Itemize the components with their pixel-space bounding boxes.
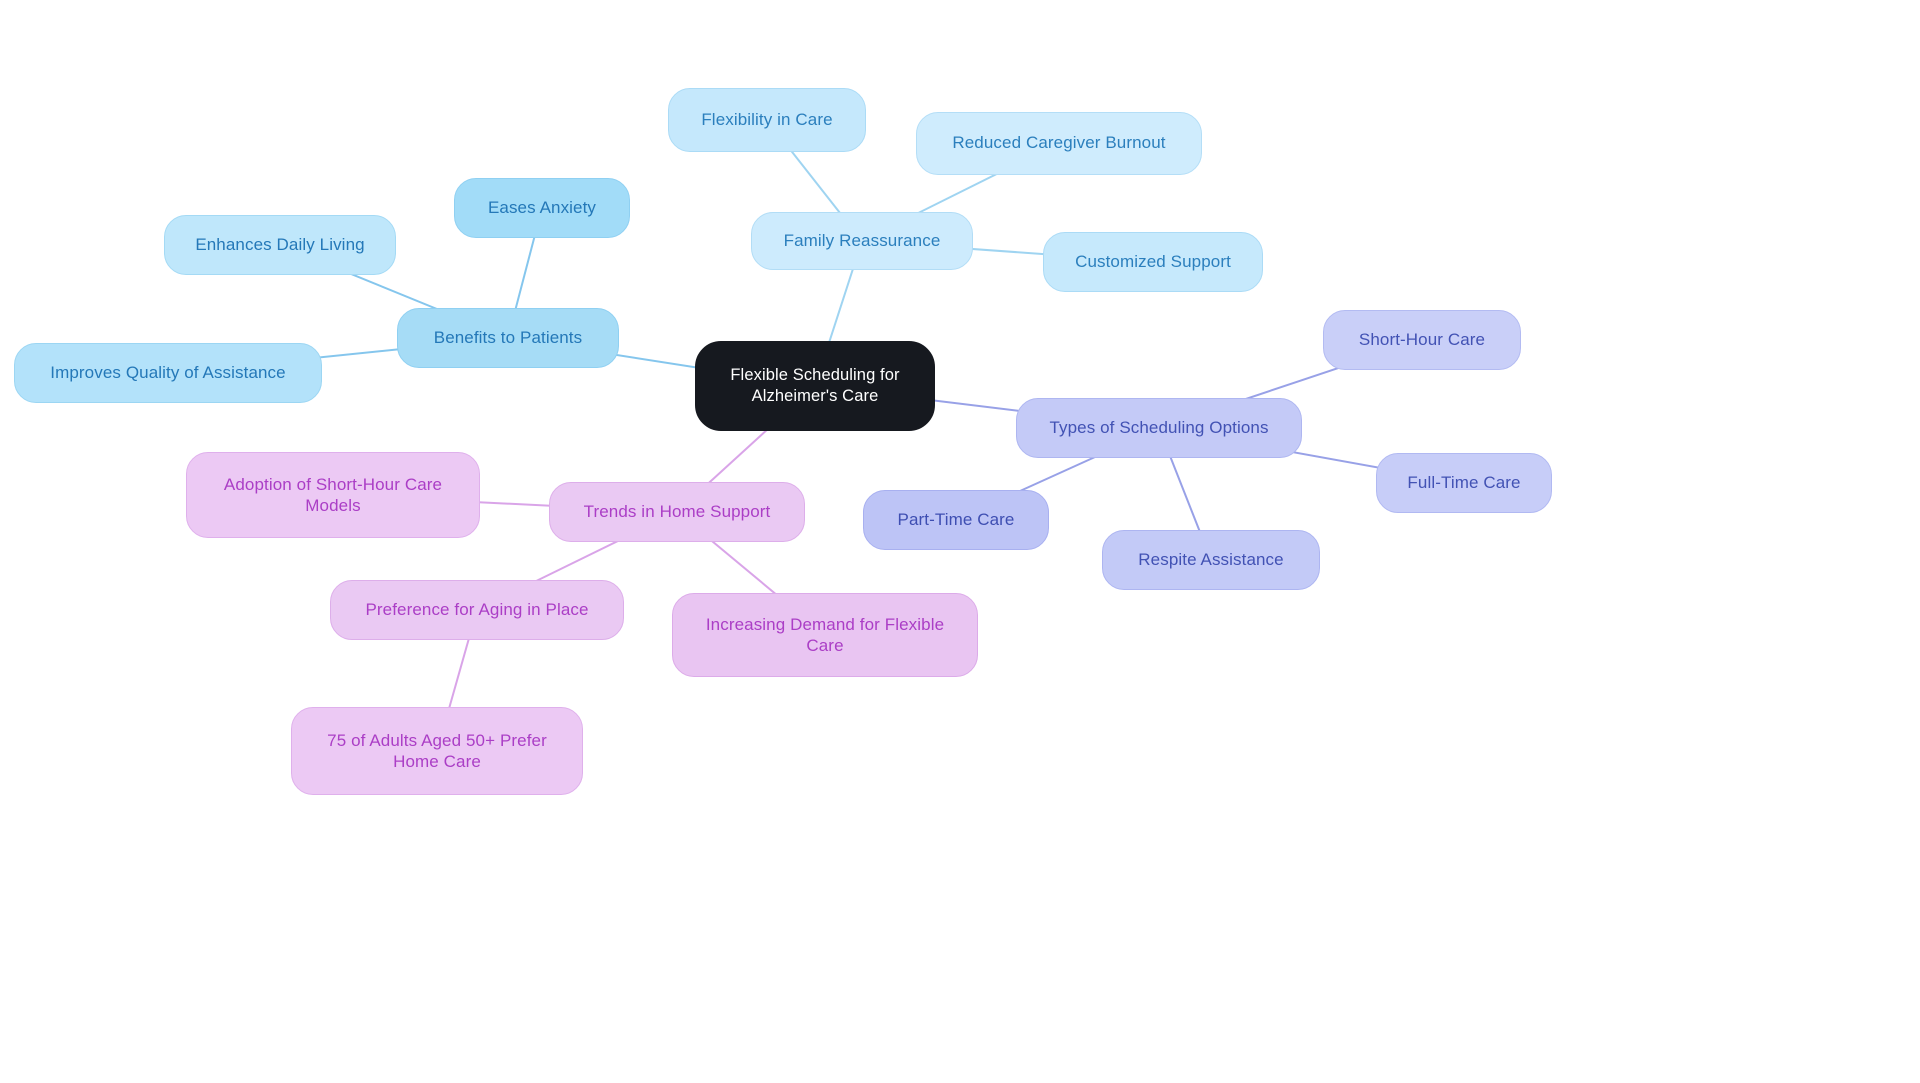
node-label: Benefits to Patients (433, 328, 583, 348)
node-label: Increasing Demand for Flexible Care (705, 614, 945, 655)
node-adults[interactable]: 75 of Adults Aged 50+ Prefer Home Care (291, 707, 583, 795)
node-family[interactable]: Family Reassurance (751, 212, 973, 270)
node-types[interactable]: Types of Scheduling Options (1016, 398, 1302, 458)
node-eases[interactable]: Eases Anxiety (454, 178, 630, 238)
node-root[interactable]: Flexible Scheduling for Alzheimer's Care (695, 341, 935, 431)
node-demand[interactable]: Increasing Demand for Flexible Care (672, 593, 978, 677)
node-label: Eases Anxiety (487, 198, 597, 218)
node-label: Types of Scheduling Options (1049, 418, 1269, 438)
node-label: Enhances Daily Living (195, 235, 365, 255)
node-enhances[interactable]: Enhances Daily Living (164, 215, 396, 275)
node-label: Reduced Caregiver Burnout (952, 133, 1166, 153)
node-preference[interactable]: Preference for Aging in Place (330, 580, 624, 640)
node-reduced[interactable]: Reduced Caregiver Burnout (916, 111, 1202, 175)
node-respite[interactable]: Respite Assistance (1102, 530, 1320, 590)
node-label: Trends in Home Support (583, 502, 771, 522)
node-label: Flexible Scheduling for Alzheimer's Care (730, 366, 900, 405)
node-label: Customized Support (1075, 252, 1231, 272)
node-shorthour[interactable]: Short-Hour Care (1323, 310, 1521, 370)
node-adoption[interactable]: Adoption of Short-Hour Care Models (186, 452, 480, 538)
node-improves[interactable]: Improves Quality of Assistance (14, 343, 322, 403)
node-trends[interactable]: Trends in Home Support (549, 482, 805, 542)
node-benefits[interactable]: Benefits to Patients (397, 308, 619, 368)
node-label: Part-Time Care (897, 510, 1015, 530)
node-label: Improves Quality of Assistance (50, 363, 286, 383)
node-label: Preference for Aging in Place (365, 600, 589, 620)
node-label: 75 of Adults Aged 50+ Prefer Home Care (327, 730, 547, 771)
node-customized[interactable]: Customized Support (1043, 232, 1263, 292)
node-label: Respite Assistance (1138, 550, 1284, 570)
node-fulltime[interactable]: Full-Time Care (1376, 453, 1552, 513)
node-label: Family Reassurance (783, 231, 941, 251)
node-label: Flexibility in Care (701, 110, 833, 130)
node-label: Short-Hour Care (1358, 330, 1486, 350)
node-parttime[interactable]: Part-Time Care (863, 490, 1049, 550)
node-flexibility[interactable]: Flexibility in Care (668, 88, 866, 152)
node-label: Adoption of Short-Hour Care Models (223, 474, 443, 515)
node-label: Full-Time Care (1407, 473, 1521, 493)
